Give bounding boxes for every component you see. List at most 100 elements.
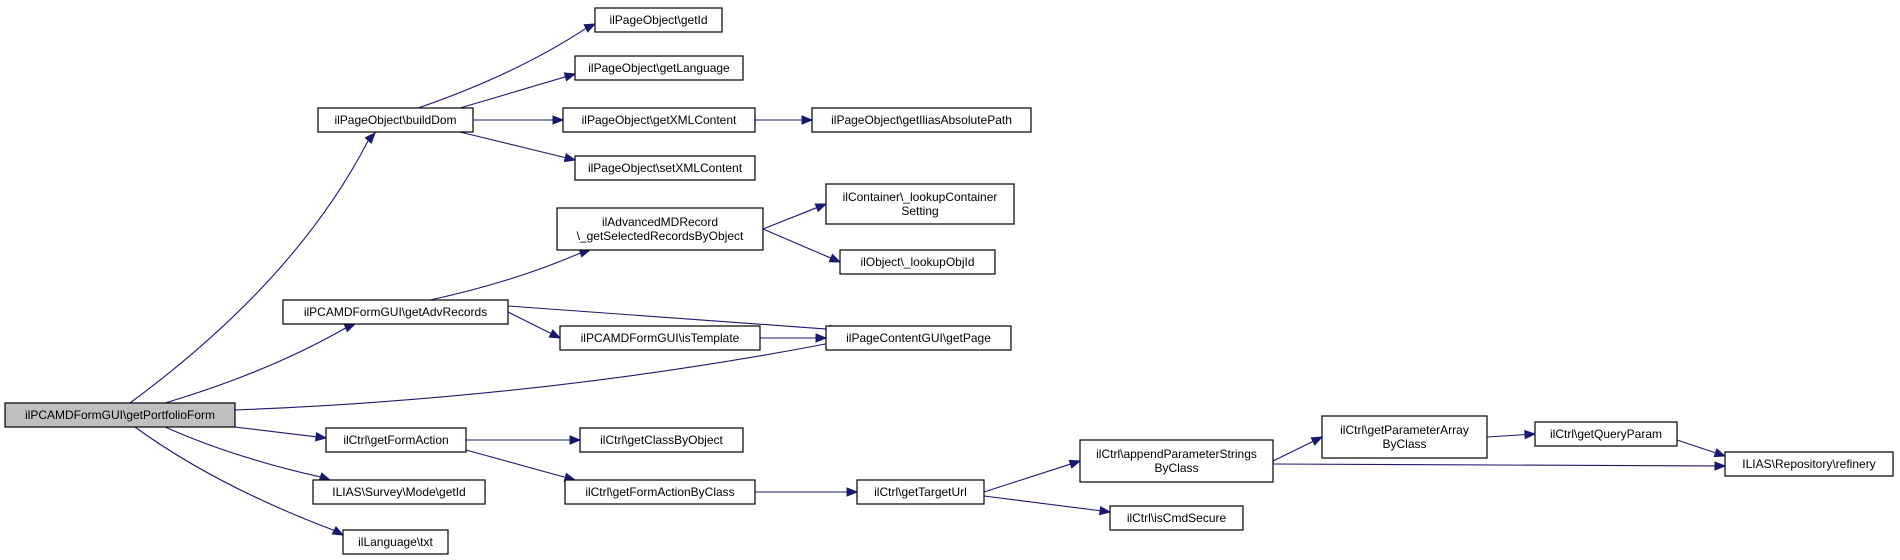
edge-line [129,140,369,404]
edge-appendParam-to-getParamArray [1272,436,1324,462]
edge-arrowhead [1098,505,1112,516]
edge-isTemplate-to-getPage [759,333,828,343]
edge-arrowhead [563,152,577,163]
node-lookupObjId[interactable]: ilObject\_lookupObjId [839,249,996,275]
edge-arrowhead [1713,448,1727,458]
node-getIliasAbsolutePath[interactable]: ilPageObject\getIliasAbsolutePath [811,107,1032,133]
edge-buildDom-to-getXMLContent [473,115,565,125]
edge-getAdvRecords-to-advMD [429,248,592,301]
edge-getParamArray-to-getQueryParam [1486,429,1537,440]
node-label: ilCtrl\getFormActionByClass [585,485,734,499]
node-box [325,427,467,453]
edge-arrowhead [814,203,828,213]
edge-arrowhead [569,435,582,445]
node-isCmdSecure[interactable]: ilCtrl\isCmdSecure [1109,505,1244,531]
edge-arrowhead [315,432,328,442]
node-box [317,107,474,133]
node-setXMLContent[interactable]: ilPageObject\setXMLContent [574,155,756,181]
node-box [811,107,1032,133]
node-txt[interactable]: ilLanguage\txt [342,529,449,555]
node-getAdvRecords[interactable]: ilPCAMDFormGUI\getAdvRecords [282,299,509,325]
edge-line [459,131,566,159]
node-getFormAction[interactable]: ilCtrl\getFormAction [325,427,467,453]
edge-root-to-getFormAction [234,426,328,442]
node-box [556,207,764,251]
edge-line [983,463,1071,493]
edge-arrowhead [815,333,828,343]
node-label: ilContainer\_lookupContainer [843,190,998,204]
node-getPage[interactable]: ilPageContentGUI\getPage [825,325,1012,351]
node-getXMLContent[interactable]: ilPageObject\getXMLContent [562,107,756,133]
edge-line [164,426,321,478]
edge-getQueryParam-to-refinery [1676,439,1727,458]
edge-line [507,305,831,330]
node-root[interactable]: ilPCAMDFormGUI\getPortfolioForm [4,402,236,428]
edge-buildDom-to-getId [417,23,597,109]
node-box [562,107,756,133]
node-box [1724,451,1894,477]
node-box [1079,439,1274,483]
edge-line [1486,434,1526,438]
edge-advMD-to-lookupObjId [762,228,842,263]
node-label: ilPCAMDFormGUI\isTemplate [581,331,740,345]
edge-line [507,311,552,335]
node-label: ilObject\_lookupObjId [860,255,974,269]
edge-arrowhead [1068,459,1082,469]
edge-arrowhead [801,115,814,125]
node-getLanguage[interactable]: ilPageObject\getLanguage [574,55,744,81]
edge-arrowhead [1524,429,1537,440]
node-label: ilPageObject\getLanguage [588,61,730,75]
node-label: ilCtrl\getTargetUrl [874,485,967,499]
edge-line [762,207,817,230]
edge-root-to-buildDom [129,132,376,404]
node-refinery[interactable]: ILIAS\Repository\refinery [1724,451,1894,477]
node-label: ilCtrl\appendParameterStrings [1096,447,1257,461]
node-getTargetUrl[interactable]: ilCtrl\getTargetUrl [856,479,985,505]
node-label: ilAdvancedMDRecord [602,215,718,229]
node-label: \_getSelectedRecordsByObject [577,229,744,243]
edge-arrowhead [583,23,597,33]
edge-line [234,426,317,438]
node-box [4,402,236,428]
node-box [1534,421,1678,447]
node-box [559,325,761,351]
node-box [574,155,756,181]
edge-getFormAction-to-getFormActionByClass [465,449,577,482]
node-box [594,7,723,33]
edge-appendParam-to-refinery [1272,461,1727,471]
edge-buildDom-to-setXMLContent [459,131,577,163]
node-box [564,479,756,505]
node-box [312,479,486,505]
node-getId[interactable]: ilPageObject\getId [594,7,723,33]
node-advMD[interactable]: ilAdvancedMDRecord\_getSelectedRecordsBy… [556,207,764,251]
node-label: ilPageContentGUI\getPage [846,331,991,345]
node-label: ilCtrl\getClassByObject [600,433,723,447]
node-isTemplate[interactable]: ilPCAMDFormGUI\isTemplate [559,325,761,351]
node-getQueryParam[interactable]: ilCtrl\getQueryParam [1534,421,1678,447]
edge-arrowhead [331,525,345,536]
edge-getFormActionByClass-to-getTargetUrl [754,487,859,497]
node-buildDom[interactable]: ilPageObject\buildDom [317,107,474,133]
node-label: ILIAS\Survey\Mode\getId [332,485,465,499]
edge-arrowhead [846,487,859,497]
node-getFormActionByClass[interactable]: ilCtrl\getFormActionByClass [564,479,756,505]
edge-getXMLContent-to-getIliasAbsolutePath [755,115,814,125]
node-label: ilPageObject\getXMLContent [582,113,737,127]
edge-line [1272,440,1314,462]
node-box [282,299,509,325]
edge-root-to-getAdvRecords [164,323,357,404]
node-label: ilPageObject\getIliasAbsolutePath [831,113,1012,127]
edge-line [983,495,1101,512]
node-label: ilPageObject\getId [609,13,707,27]
edge-line [234,342,831,411]
node-surveyGetId[interactable]: ILIAS\Survey\Mode\getId [312,479,486,505]
edge-getTargetUrl-to-isCmdSecure [983,495,1112,516]
node-label: ilCtrl\isCmdSecure [1127,511,1227,525]
edge-line [429,252,581,301]
edge-getTargetUrl-to-appendParam [983,459,1082,493]
node-getClassByObject[interactable]: ilCtrl\getClassByObject [579,427,744,453]
edge-line [762,228,832,259]
